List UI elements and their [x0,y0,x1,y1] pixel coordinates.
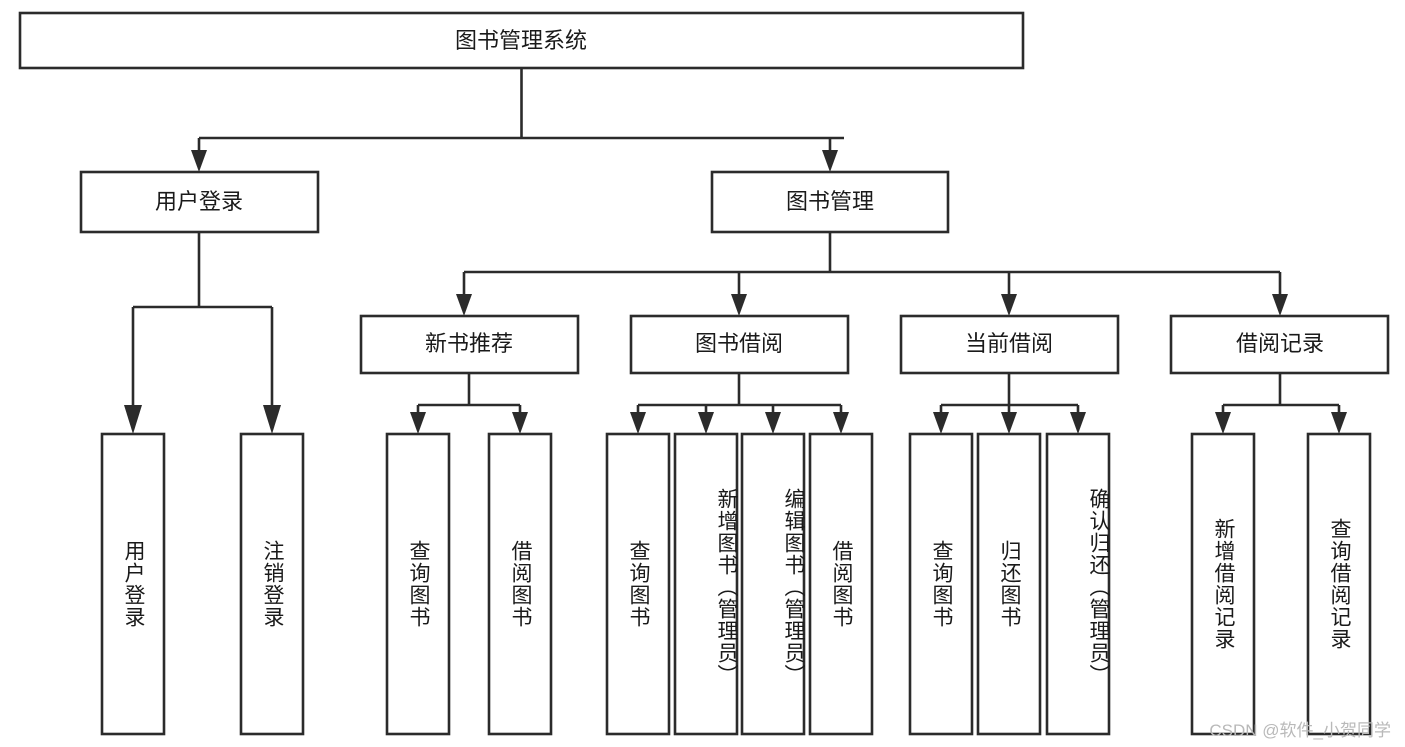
arrow-head-current-borrow [1001,294,1017,316]
leaf-box-borrow-record-0[interactable] [1190,432,1256,736]
connector-group-borrow-record [1215,373,1347,434]
arrow-head-leaf-borrow-record-1 [1331,412,1347,434]
node-box-book-borrow[interactable] [629,314,850,375]
node-box-root[interactable] [18,11,1025,70]
leaf-label-current-borrow-1: 归还图书 [998,540,1022,628]
arrow-head-leaf-book-borrow-1 [698,412,714,434]
node-label-current-borrow: 当前借阅 [965,331,1053,356]
arrow-head-leaf-user-login-1 [263,405,281,434]
arrow-head-book-mgmt [822,150,838,172]
connector-group-book-mgmt [456,232,1288,316]
arrow-head-leaf-book-borrow-3 [833,412,849,434]
node-box-user-login[interactable] [79,170,320,234]
leaf-box-user-login-0[interactable] [100,432,166,736]
leaf-box-book-borrow-3[interactable] [808,432,874,736]
node-box-borrow-record[interactable] [1169,314,1390,375]
leaf-box-borrow-record-1[interactable] [1306,432,1372,736]
leaf-label-current-borrow-0: 查询图书 [930,540,954,628]
leaf-box-current-borrow-1[interactable] [976,432,1042,736]
node-label-book-mgmt: 图书管理 [786,189,874,214]
leaf-label-new-book-0: 查询图书 [407,540,431,628]
connector-group-user-login [124,232,281,434]
leaf-label-user-login-0: 用户登录 [122,540,146,628]
node-box-new-book-recommend[interactable] [359,314,580,375]
arrow-head-leaf-borrow-record-0 [1215,412,1231,434]
node-label-root: 图书管理系统 [455,28,587,53]
arrow-head-leaf-current-borrow-0 [933,412,949,434]
leaf-box-book-borrow-2[interactable] [740,432,806,736]
leaf-box-user-login-1[interactable] [239,432,305,736]
arrow-head-book-borrow [731,294,747,316]
connector-group-current-borrow [933,373,1086,434]
leaf-box-current-borrow-2[interactable] [1045,432,1111,736]
leaf-box-current-borrow-0[interactable] [908,432,974,736]
watermark-text: CSDN @软件_小贺同学 [1209,721,1391,740]
leaf-box-book-borrow-0[interactable] [605,432,671,736]
leaf-box-new-book-1[interactable] [487,432,553,736]
leaf-label-book-borrow-3: 借阅图书 [830,540,854,628]
node-label-borrow-record: 借阅记录 [1236,331,1324,356]
connector-group-root [191,68,844,172]
arrow-head-leaf-new-book-0 [410,412,426,434]
connector-group-new-book-recommend [410,373,528,434]
leaf-box-book-borrow-1[interactable] [673,432,739,736]
leaf-label-user-login-1: 注销登录 [261,540,285,628]
leaf-label-book-borrow-0: 查询图书 [627,540,651,628]
arrow-head-leaf-book-borrow-0 [630,412,646,434]
node-label-user-login: 用户登录 [155,189,243,214]
leaf-box-new-book-0[interactable] [385,432,451,736]
node-label-new-book-recommend: 新书推荐 [425,331,513,356]
leaf-label-current-borrow-2: 确认归还（管理员） [1087,488,1110,686]
node-box-book-mgmt[interactable] [710,170,950,234]
leaf-label-borrow-record-0: 新增借阅记录 [1212,518,1236,650]
arrow-head-borrow-record [1272,294,1288,316]
arrow-head-leaf-current-borrow-2 [1070,412,1086,434]
connector-group-book-borrow [630,373,849,434]
leaf-label-new-book-1: 借阅图书 [509,540,533,628]
arrow-head-leaf-new-book-1 [512,412,528,434]
leaf-label-book-borrow-1: 新增图书（管理员） [715,488,738,686]
arrow-head-leaf-book-borrow-2 [765,412,781,434]
leaf-label-borrow-record-1: 查询借阅记录 [1328,518,1352,650]
arrow-head-user-login [191,150,207,172]
leaf-label-book-borrow-2: 编辑图书（管理员） [782,488,805,686]
arrow-head-new-book-recommend [456,294,472,316]
node-box-current-borrow[interactable] [899,314,1120,375]
node-label-book-borrow: 图书借阅 [695,331,783,356]
arrow-head-leaf-user-login-0 [124,405,142,434]
arrow-head-leaf-current-borrow-1 [1001,412,1017,434]
